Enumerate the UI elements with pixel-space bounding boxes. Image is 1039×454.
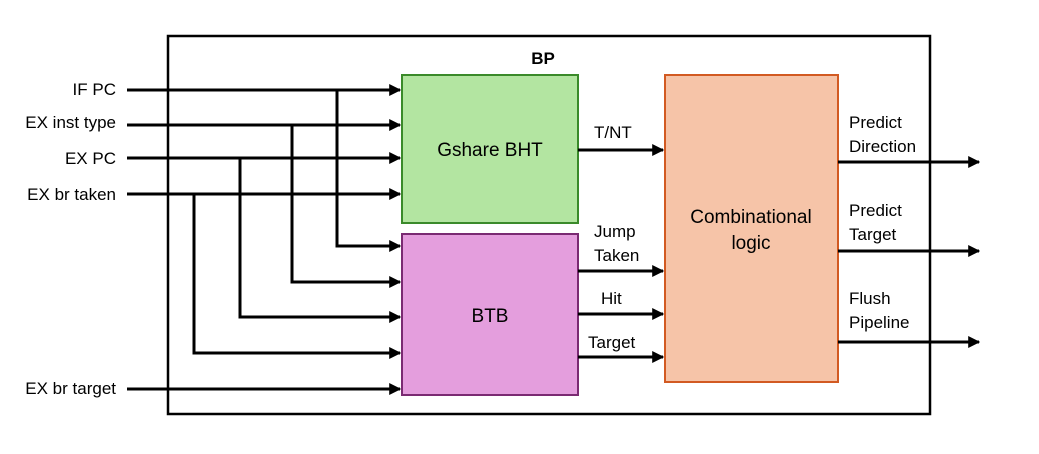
output-label-pipeline: Pipeline bbox=[849, 313, 910, 332]
output-label-predict-2: Predict bbox=[849, 201, 902, 220]
input-label-ex-br-taken: EX br taken bbox=[27, 185, 116, 204]
input-label-ex-br-target: EX br target bbox=[25, 379, 116, 398]
output-label-target: Target bbox=[849, 225, 897, 244]
output-label-predict: Predict bbox=[849, 113, 902, 132]
signal-label-hit: Hit bbox=[601, 289, 622, 308]
wire-if-pc-to-btb bbox=[335, 90, 402, 252]
signal-label-tnt: T/NT bbox=[594, 123, 632, 142]
wire-ex-br-taken-to-btb bbox=[192, 194, 402, 359]
input-label-ex-pc: EX PC bbox=[65, 149, 116, 168]
bp-title: BP bbox=[531, 49, 555, 68]
signal-label-target: Target bbox=[588, 333, 636, 352]
wire-ex-inst-type-to-btb bbox=[290, 125, 402, 288]
combinational-logic-block bbox=[664, 74, 839, 383]
combinational-logic-label-line2: logic bbox=[731, 233, 770, 254]
wire-ex-pc-to-btb bbox=[238, 158, 402, 323]
signal-label-taken: Taken bbox=[594, 246, 639, 265]
gshare-bht-block bbox=[401, 74, 579, 224]
bp-module-border bbox=[166, 34, 932, 416]
output-label-flush: Flush bbox=[849, 289, 891, 308]
input-label-ex-inst-type: EX inst type bbox=[25, 113, 116, 132]
input-label-if-pc: IF PC bbox=[73, 80, 116, 99]
signal-label-jump: Jump bbox=[594, 222, 636, 241]
btb-label: BTB bbox=[472, 306, 509, 327]
output-label-direction: Direction bbox=[849, 137, 916, 156]
btb-block bbox=[401, 233, 579, 396]
combinational-logic-label-line1: Combinational bbox=[690, 207, 811, 228]
gshare-bht-label: Gshare BHT bbox=[437, 140, 543, 161]
